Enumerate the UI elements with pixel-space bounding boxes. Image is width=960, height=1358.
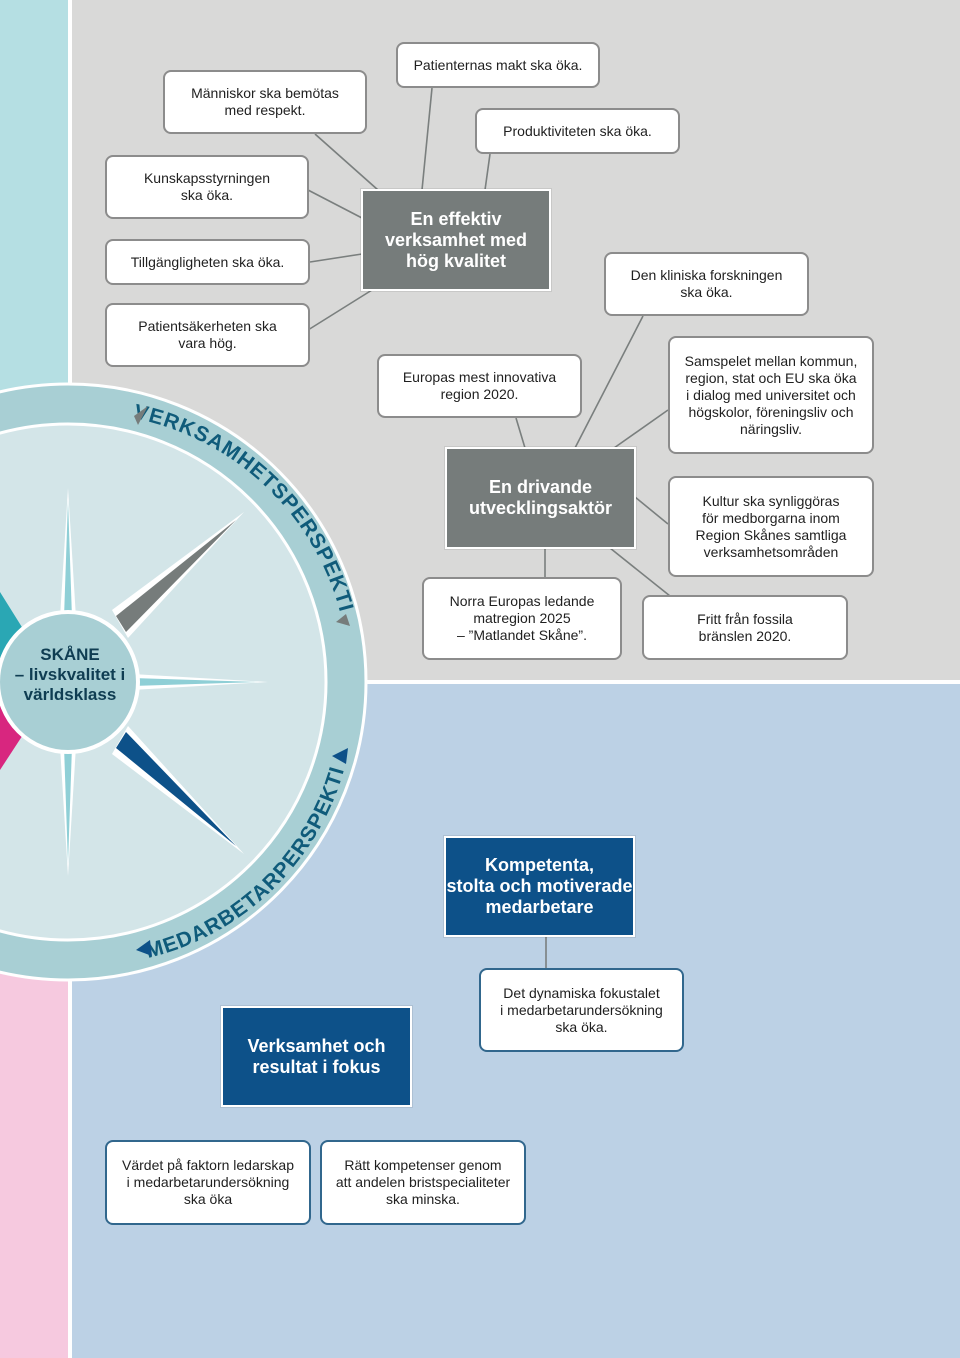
goal-produktiviteten: Produktiviteten ska öka. (475, 108, 680, 154)
hub-effektiv-verksamhet: En effektiv verksamhet med hög kvalitet (360, 188, 552, 292)
connector-lines (307, 87, 671, 970)
goal-kunskapsstyrningen: Kunskapsstyrningen ska öka. (105, 155, 309, 219)
compass-center (0, 610, 140, 754)
arc-arrow-bottom-start (136, 940, 152, 956)
arc-arrow-top-start (134, 406, 148, 425)
goal-patienternas-makt: Patienternas makt ska öka. (396, 42, 600, 88)
hub-verksamhet-resultat: Verksamhet och resultat i fokus (220, 1005, 413, 1108)
hub-kompetenta-medarbetare: Kompetenta, stolta och motiverade medarb… (443, 835, 636, 938)
goal-fossila-branslen: Fritt från fossila bränslen 2020. (642, 595, 848, 660)
goal-patientsakerheten: Patientsäkerheten ska vara hög. (105, 303, 310, 367)
goal-matregion: Norra Europas ledande matregion 2025 – ”… (422, 577, 622, 660)
goal-samspelet: Samspelet mellan kommun, region, stat oc… (668, 336, 874, 454)
goal-kompetenser: Rätt kompetenser genom att andelen brist… (320, 1140, 526, 1225)
goal-tillgangligheten: Tillgängligheten ska öka. (105, 239, 310, 285)
goal-kliniska-forskningen: Den kliniska forskningen ska öka. (604, 252, 809, 316)
goal-manniskor-respekt: Människor ska bemötas med respekt. (163, 70, 367, 134)
center-label: SKÅNE – livskvalitet i världsklass (14, 645, 126, 704)
arc-arrow-bottom-end (332, 748, 348, 764)
goal-ledarskap: Värdet på faktorn ledarskap i medarbetar… (105, 1140, 311, 1225)
goal-fokustalet: Det dynamiska fokustalet i medarbetarund… (479, 968, 684, 1052)
goal-innovativa-region: Europas mest innovativa region 2020. (377, 354, 582, 418)
arc-arrow-top-end (336, 614, 350, 626)
hub-drivande-utvecklingsaktor: En drivande utvecklingsaktör (444, 446, 637, 550)
goal-kultur: Kultur ska synliggöras för medborgarna i… (668, 476, 874, 577)
